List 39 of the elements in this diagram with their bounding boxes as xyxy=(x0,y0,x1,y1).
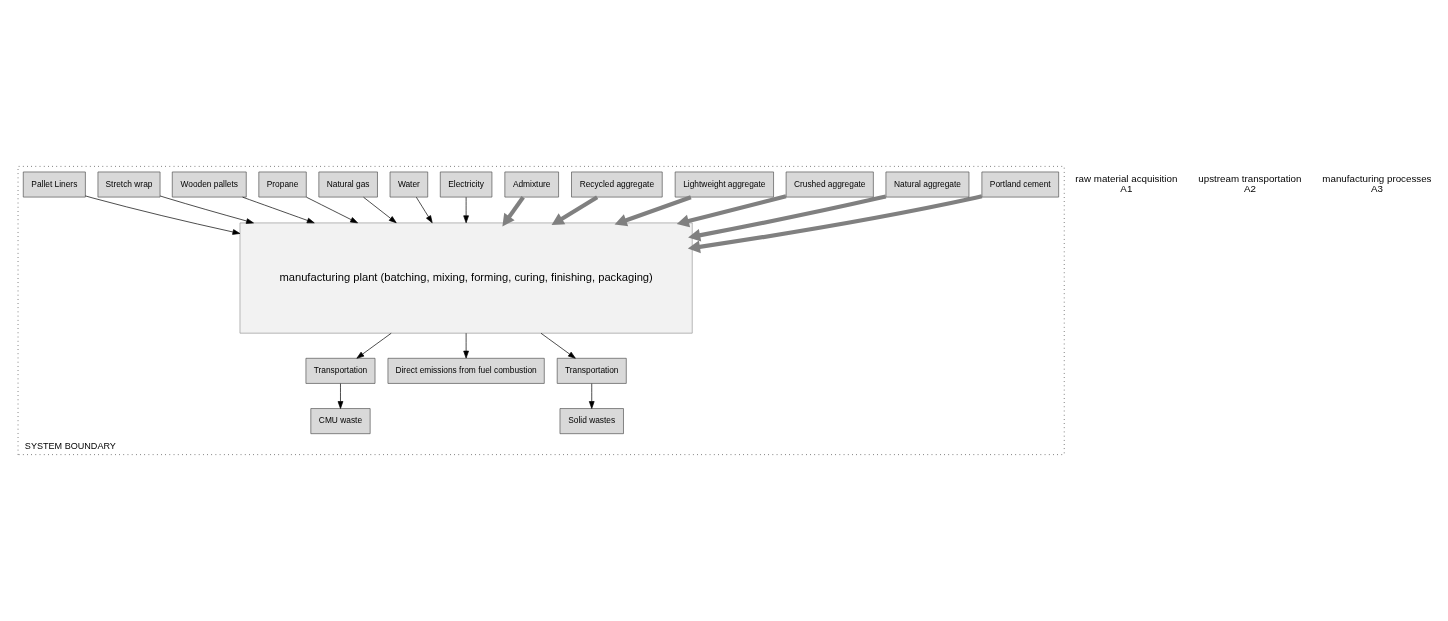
arrow xyxy=(416,196,433,224)
node-box: Lightweight aggregate xyxy=(674,171,774,198)
arrow xyxy=(502,196,525,227)
node-box: Solid wastes xyxy=(559,408,624,435)
node-box: manufacturing plant (batching, mixing, forming, curing, finishing, packaging) xyxy=(239,222,693,334)
node-box: Natural aggregate xyxy=(885,171,970,198)
node-box: Portland cement xyxy=(981,171,1059,198)
node-box: Admixture xyxy=(504,171,559,198)
arrow xyxy=(588,383,595,409)
label: manufacturing processes A3 xyxy=(1322,172,1432,195)
arrow xyxy=(159,195,254,224)
node-box: Direct emissions from fuel combustion xyxy=(387,357,545,384)
node-box: Electricity xyxy=(439,171,493,198)
node-box: Transportation xyxy=(556,357,627,384)
label: raw material acquisition A1 xyxy=(1075,172,1178,195)
arrow xyxy=(463,332,469,359)
node-box: Recycled aggregate xyxy=(571,171,663,198)
node-box: Water xyxy=(389,171,429,198)
arrow xyxy=(337,383,344,409)
label: upstream transportation A2 xyxy=(1198,172,1302,195)
node-box: Pallet Liners xyxy=(22,171,86,198)
node-box: Wooden pallets xyxy=(171,171,247,198)
arrow xyxy=(551,195,599,226)
arrow xyxy=(463,196,469,224)
arrow xyxy=(540,332,576,359)
arrow xyxy=(363,196,397,224)
arrow xyxy=(306,196,358,224)
arrow xyxy=(85,195,241,235)
arrow xyxy=(614,195,692,227)
arrow xyxy=(676,194,787,228)
node-box: Transportation xyxy=(305,357,376,384)
node-box: Crushed aggregate xyxy=(785,171,874,198)
arrow xyxy=(688,194,887,242)
arrow xyxy=(242,196,315,224)
node-box: CMU waste xyxy=(310,408,371,435)
node-box: Natural gas xyxy=(318,171,378,198)
node-box: Propane xyxy=(258,171,307,198)
node-box: Stretch wrap xyxy=(97,171,161,198)
arrow xyxy=(356,332,392,359)
